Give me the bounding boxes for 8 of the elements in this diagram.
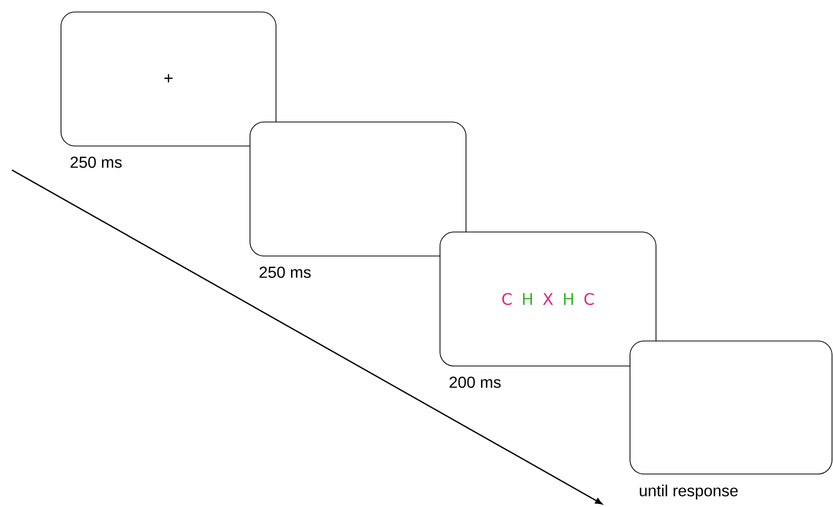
stimulus-screen: C H X H C [440,232,656,366]
stimulus-screen: + [60,12,276,146]
duration-label: 250 ms [70,156,122,168]
blank-screen [630,340,832,474]
duration-label: 250 ms [260,266,311,278]
duration-label: until response [640,484,738,500]
blank-screen [250,122,466,256]
duration-label: 200 ms [450,376,501,388]
